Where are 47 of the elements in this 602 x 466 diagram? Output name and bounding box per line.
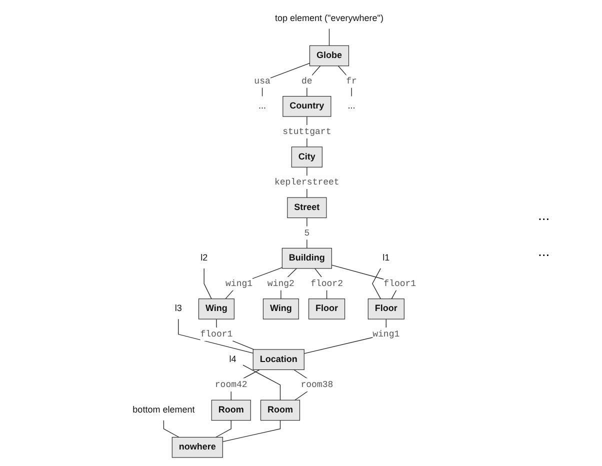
node-box: nowhere — [172, 436, 223, 458]
connector — [204, 268, 212, 300]
node-box: Street — [287, 197, 327, 218]
node-box: Globe — [309, 45, 350, 66]
connector — [222, 420, 281, 442]
edge-label: wing2 — [267, 278, 294, 289]
edge-label: stuttgart — [282, 126, 332, 137]
node-text: ... — [348, 101, 356, 111]
ellipsis-note: ... — [538, 243, 551, 259]
edge-label: floor1 — [200, 329, 233, 340]
edge-label: floor1 — [384, 278, 416, 289]
node-box: Room — [211, 400, 251, 421]
edge-label: room42 — [214, 380, 248, 390]
connector — [306, 217, 308, 249]
connector — [163, 420, 180, 438]
connector — [306, 66, 321, 97]
node-text: top element ("everywhere") — [275, 14, 384, 24]
node-box: Location — [252, 349, 304, 370]
node-text: l2 — [200, 253, 208, 263]
edge-label: wing1 — [226, 278, 253, 289]
edge-label: 5 — [304, 228, 310, 238]
node-text: l3 — [174, 304, 182, 314]
node-text: l1 — [382, 253, 390, 263]
node-box: Country — [282, 96, 332, 117]
edge-label: room38 — [300, 380, 334, 390]
connector — [225, 267, 282, 300]
edge-label: wing1 — [372, 329, 400, 340]
edge-label: usa — [254, 76, 270, 86]
edge-label: fr — [346, 76, 357, 86]
node-box: City — [291, 146, 322, 168]
node-box: Building — [282, 248, 332, 269]
node-box: Floor — [368, 298, 404, 320]
connector — [242, 364, 281, 400]
node-box: Wing — [198, 298, 234, 320]
node-box: Wing — [262, 298, 299, 320]
connector — [215, 420, 232, 438]
edge-label: de — [302, 76, 312, 86]
connector — [338, 66, 352, 97]
node-text: ... — [258, 101, 266, 111]
node-box: Room — [260, 400, 300, 421]
edge-label: keplerstreet — [274, 177, 340, 188]
connector — [328, 28, 330, 46]
node-text: bottom element — [132, 405, 195, 415]
node-box: Floor — [308, 298, 346, 320]
node-text: l4 — [229, 354, 236, 364]
ellipsis-note: ... — [538, 207, 551, 223]
edge-label: floor2 — [310, 278, 343, 289]
